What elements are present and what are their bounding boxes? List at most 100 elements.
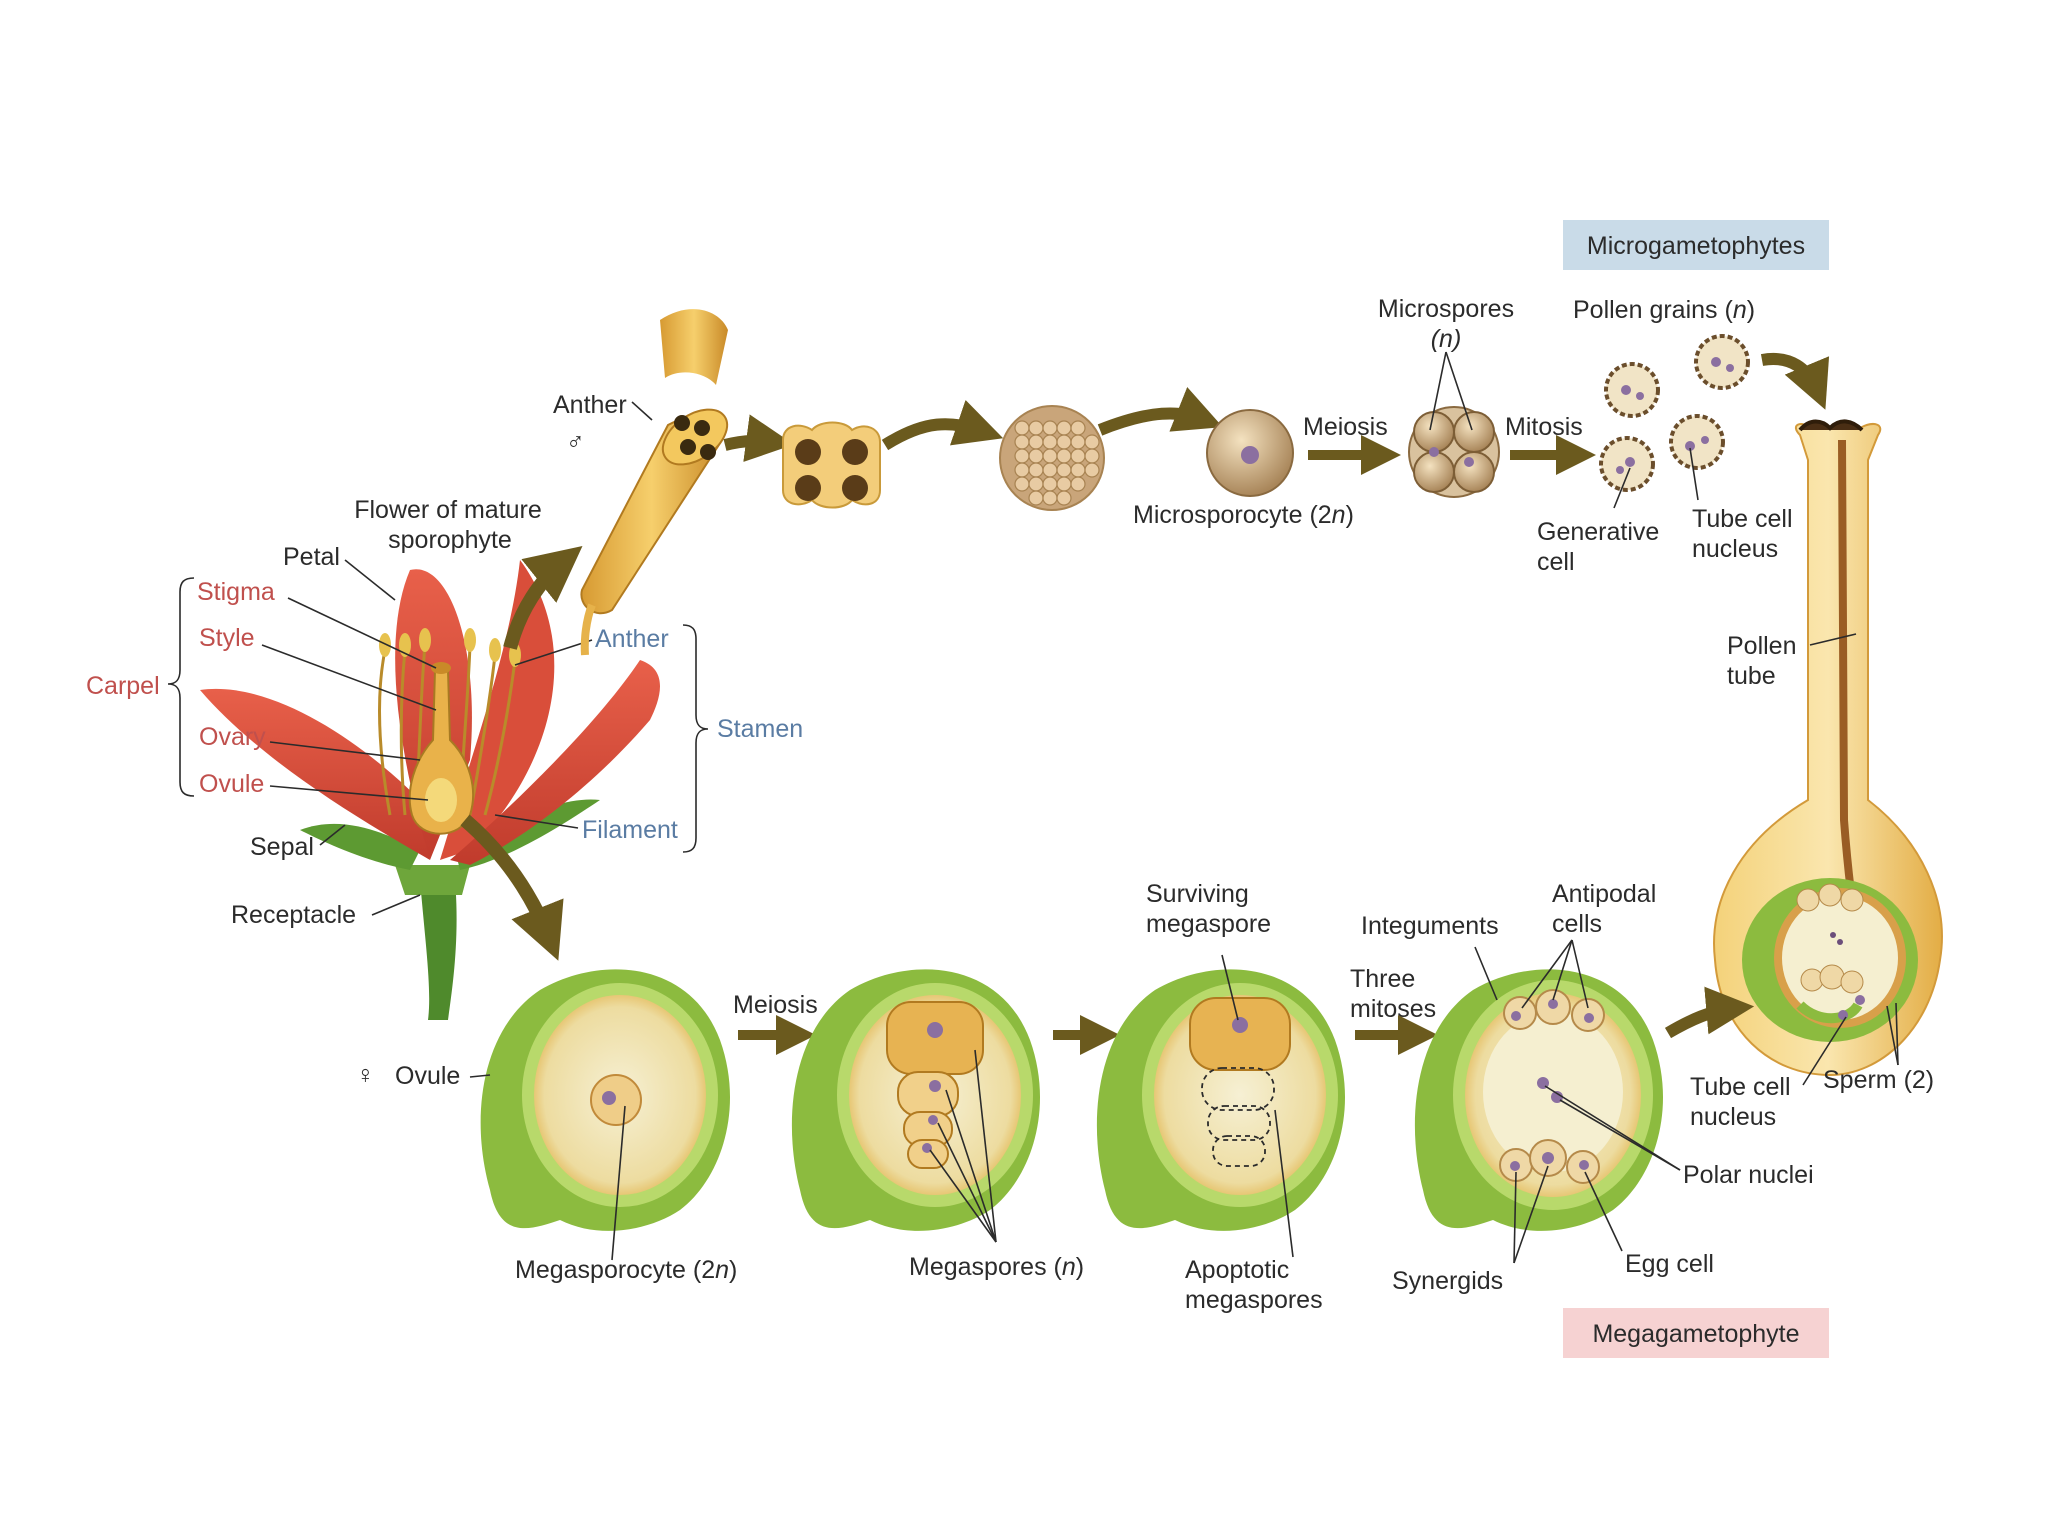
pollen-tube-leader	[1809, 633, 1857, 646]
sepal-left	[300, 823, 420, 870]
microgametophytes-label: Microgametophytes	[1587, 232, 1805, 260]
mass-cell	[1028, 462, 1044, 478]
male-tube-nucleus-label-2: nucleus	[1692, 535, 1778, 563]
male-anther-label: Anther	[553, 391, 627, 419]
carpel-bracket	[167, 577, 195, 797]
male-mitosis-label: Mitosis	[1505, 413, 1583, 441]
arrow-section-to-mass	[881, 399, 1004, 451]
megagametophyte-leaders	[1474, 939, 1681, 1264]
microsporocyte-label: Microsporocyte (2n)	[1133, 501, 1354, 529]
flower-illustration	[200, 560, 660, 1020]
male-meiosis-label: Meiosis	[1303, 413, 1388, 441]
mass-cell	[1014, 448, 1030, 464]
surviving-label-2: megaspore	[1146, 910, 1271, 938]
anther-cross-section	[782, 421, 881, 509]
mass-cell	[1070, 462, 1086, 478]
microsporocyte-mass	[999, 405, 1105, 511]
pollen-leaders	[1613, 447, 1699, 509]
apoptotic-leader	[1274, 1109, 1294, 1258]
generative-cell-label-2: cell	[1537, 548, 1575, 576]
arrow-pollen-to-stigma	[1760, 352, 1830, 410]
sepal-label: Sepal	[250, 833, 314, 861]
mass-cell	[1056, 434, 1072, 450]
microsporocyte-cell	[1206, 409, 1294, 497]
three-mitoses-label-2: mitoses	[1350, 995, 1436, 1023]
carpel-label: Carpel	[86, 672, 160, 700]
mass-cell	[1028, 420, 1044, 436]
microspore-tetrad	[1408, 406, 1500, 498]
antipodal-label-2: cells	[1552, 910, 1602, 938]
mass-cell	[1028, 434, 1044, 450]
generative-cell-label-1: Generative	[1537, 518, 1659, 546]
flower-anthers	[379, 628, 521, 667]
mass-cell	[1056, 448, 1072, 464]
stigma-label: Stigma	[197, 578, 275, 606]
anther-leader	[631, 401, 653, 421]
mass-cell	[1014, 434, 1030, 450]
mass-cell	[1014, 420, 1030, 436]
petal-label: Petal	[283, 543, 340, 571]
stigma-shape	[431, 662, 451, 674]
arrow-flower-to-ovule	[460, 814, 564, 961]
arrow-anther-to-section	[723, 414, 795, 462]
pollen-grains	[1599, 334, 1750, 492]
flower-anther-label: Anther	[595, 625, 669, 653]
female-meiosis-label: Meiosis	[733, 991, 818, 1019]
stamen-label: Stamen	[717, 715, 803, 743]
ovule-label: Ovule	[199, 770, 264, 798]
flower-leader-lines	[261, 559, 593, 916]
egg-cell-label: Egg cell	[1625, 1250, 1714, 1278]
arrow-mass-to-microsporocyte	[1097, 387, 1223, 436]
mass-cell	[1042, 462, 1058, 478]
mass-cell	[1042, 434, 1058, 450]
megagametophyte-box: Megagametophyte	[1563, 1308, 1829, 1358]
arrow-flower-to-anther	[503, 546, 583, 650]
pollen-tube-label-1: Pollen	[1727, 632, 1797, 660]
mass-cell	[1084, 462, 1100, 478]
flower-title-line2: sporophyte	[388, 526, 512, 554]
carpel-shape	[408, 669, 474, 835]
ovule-leader	[469, 1074, 491, 1078]
mass-cell	[1070, 420, 1086, 436]
male-symbol: ♂	[566, 428, 585, 456]
petal-left-outer	[200, 688, 430, 860]
integuments-label: Integuments	[1361, 912, 1499, 940]
surviving-label-1: Surviving	[1146, 880, 1249, 908]
petal-right	[450, 660, 660, 865]
mass-cell	[1014, 476, 1030, 492]
microspores-leaders	[1429, 351, 1473, 431]
mass-cell	[1028, 448, 1044, 464]
mass-cell	[1070, 434, 1086, 450]
mass-cell	[1042, 420, 1058, 436]
style-label: Style	[199, 624, 255, 652]
synergids-label: Synergids	[1392, 1267, 1503, 1295]
male-tube-nucleus-label-1: Tube cell	[1692, 505, 1793, 533]
apoptotic-label-1: Apoptotic	[1185, 1256, 1289, 1284]
apoptotic-label-2: megaspores	[1185, 1286, 1323, 1314]
microspores-label: Microspores	[1378, 295, 1514, 323]
anther-illustration	[580, 309, 729, 656]
ovule-surviving-megaspore	[1096, 969, 1346, 1231]
filament-label: Filament	[582, 816, 678, 844]
mass-cell	[1056, 462, 1072, 478]
mass-cell	[1042, 490, 1058, 506]
ovary-label: Ovary	[199, 723, 266, 751]
mass-cell	[1042, 448, 1058, 464]
polar-nuclei-label: Polar nuclei	[1683, 1161, 1814, 1189]
mass-cell	[1014, 462, 1030, 478]
female-ovule-label: Ovule	[395, 1062, 460, 1090]
three-mitoses-label-1: Three	[1350, 965, 1415, 993]
arrow-to-fertilization	[1664, 986, 1755, 1039]
mass-cell	[1056, 490, 1072, 506]
antipodal-label-1: Antipodal	[1552, 880, 1656, 908]
mass-cell	[1070, 476, 1086, 492]
mass-cell	[1028, 490, 1044, 506]
pollen-grains-label: Pollen grains (n)	[1573, 296, 1755, 324]
receptacle-label: Receptacle	[231, 901, 356, 929]
mass-cell	[1028, 476, 1044, 492]
ovule-megaspores	[791, 969, 1041, 1231]
megaspores-label: Megaspores (n)	[909, 1253, 1084, 1281]
pollen-tube-label-2: tube	[1727, 662, 1776, 690]
female-tube-nucleus-label-2: nucleus	[1690, 1103, 1776, 1131]
